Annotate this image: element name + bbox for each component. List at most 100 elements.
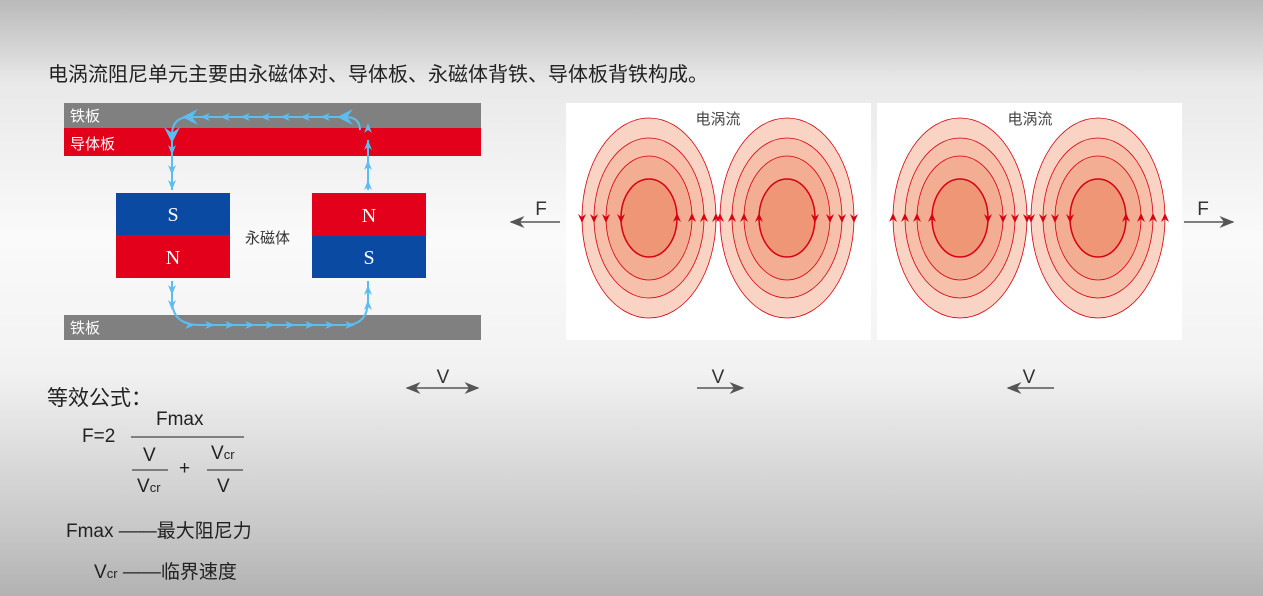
bottom-iron-label: 铁板	[70, 319, 100, 337]
term1-numerator: V	[143, 445, 156, 466]
eddy-arrow	[740, 213, 748, 222]
eddy-current-loop	[716, 117, 858, 319]
magnet-label: 永磁体	[245, 229, 290, 247]
eddy-arrow	[1149, 213, 1157, 222]
pole-label: N	[362, 205, 376, 227]
flux-arrow	[200, 113, 210, 121]
legend-symbol: V	[94, 562, 107, 583]
pole-label: S	[363, 247, 374, 269]
bottom-iron-plate	[64, 315, 481, 340]
eddy-arrow	[617, 214, 625, 223]
eddy-arrow	[1066, 214, 1074, 223]
eddy-arrow	[901, 213, 909, 222]
top-iron-label: 铁板	[70, 107, 100, 125]
eddy-arrow	[1011, 214, 1019, 223]
pole-label: N	[166, 247, 180, 269]
subscript: cr	[106, 566, 118, 581]
eddy-arrow	[838, 214, 846, 223]
flux-arrow	[168, 145, 176, 155]
flux-arrow	[245, 321, 255, 329]
flux-arrow	[168, 180, 176, 190]
flux-arrow	[185, 321, 195, 329]
force-label: F	[535, 199, 547, 220]
subscript: cr	[223, 447, 235, 462]
plus-sign: +	[179, 458, 191, 479]
eddy-arrow	[811, 214, 819, 223]
flux-arrow	[364, 140, 372, 150]
subscript: cr	[149, 480, 161, 495]
left-magnet-n	[116, 235, 230, 278]
flux-arrow	[364, 160, 372, 170]
flux-arrow	[300, 113, 310, 121]
flux-arrow	[364, 123, 372, 133]
eddy-arrow	[1027, 214, 1035, 223]
flux-arrow	[265, 321, 275, 329]
flux-arrow	[260, 113, 270, 121]
eddy-arrow	[850, 214, 858, 223]
eddy-arrow	[1137, 213, 1145, 222]
eddy-arrow	[578, 214, 586, 223]
flux-arrow	[364, 300, 372, 310]
eddy-arrow	[688, 213, 696, 222]
eddy-arrow	[673, 213, 681, 222]
flux-arrow	[168, 300, 176, 310]
force-label: F	[1197, 199, 1209, 220]
legend-meaning: 临界速度	[160, 562, 237, 583]
eddy-arrow	[602, 214, 610, 223]
eddy-arrow	[755, 213, 763, 222]
eddy-arrow	[700, 213, 708, 222]
formula-numerator: Fmax	[156, 409, 204, 430]
flux-arrow	[168, 285, 176, 295]
panel-label: 电涡流	[1007, 110, 1052, 128]
formula-heading: 等效公式：	[47, 387, 152, 410]
eddy-current-loop	[578, 117, 720, 319]
flux-arrow	[340, 113, 350, 121]
flux-arrow	[240, 113, 250, 121]
left-magnet-s	[116, 193, 230, 235]
eddy-arrow	[913, 213, 921, 222]
right-magnet-s	[312, 236, 426, 278]
flux-arrow	[305, 321, 315, 329]
page-title: 电涡流阻尼单元主要由永磁体对、导体板、永磁体背铁、导体板背铁构成。	[48, 62, 708, 86]
conductor-label: 导体板	[70, 135, 115, 153]
eddy-arrow	[716, 213, 724, 222]
eddy-current-loop	[1027, 117, 1169, 319]
panel-label: 电涡流	[695, 110, 740, 128]
velocity-label: V	[712, 367, 725, 388]
velocity-label: V	[437, 367, 450, 388]
flux-arrow	[364, 180, 372, 190]
eddy-arrow	[928, 213, 936, 222]
eddy-arrow	[1161, 213, 1169, 222]
flux-arrow	[364, 285, 372, 295]
legend-fmax: Fmax ——最大阻尼力	[66, 516, 252, 543]
conductor-plate	[64, 128, 481, 156]
flux-arrow	[345, 321, 355, 329]
flux-arrows	[168, 113, 372, 329]
eddy-arrow	[984, 214, 992, 223]
pole-label: S	[167, 204, 178, 226]
eddy-arrow	[1039, 214, 1047, 223]
term2-denominator: V	[217, 476, 230, 497]
legend-meaning: 最大阻尼力	[156, 521, 252, 542]
legend-dash: ——	[118, 521, 157, 542]
flux-arrow	[320, 113, 330, 121]
flux-arrow	[280, 113, 290, 121]
flux-arrow	[225, 321, 235, 329]
flux-arrow	[325, 321, 335, 329]
term2-numerator: V	[211, 443, 224, 464]
legend-vcr: Vcr ——临界速度	[94, 557, 237, 584]
eddy-arrow	[999, 214, 1007, 223]
eddy-arrow	[889, 213, 897, 222]
eddy-current-loop	[889, 117, 1031, 319]
right-magnet-n	[312, 193, 426, 236]
eddy-arrow	[1051, 214, 1059, 223]
legend-symbol: Fmax	[66, 521, 114, 542]
term1-denominator: V	[137, 476, 150, 497]
flux-arrow	[168, 165, 176, 175]
eddy-arrow	[728, 213, 736, 222]
flux-arrow	[205, 321, 215, 329]
flux-arrow	[285, 321, 295, 329]
eddy-arrow	[590, 214, 598, 223]
formula-lhs: F=2	[82, 426, 116, 447]
